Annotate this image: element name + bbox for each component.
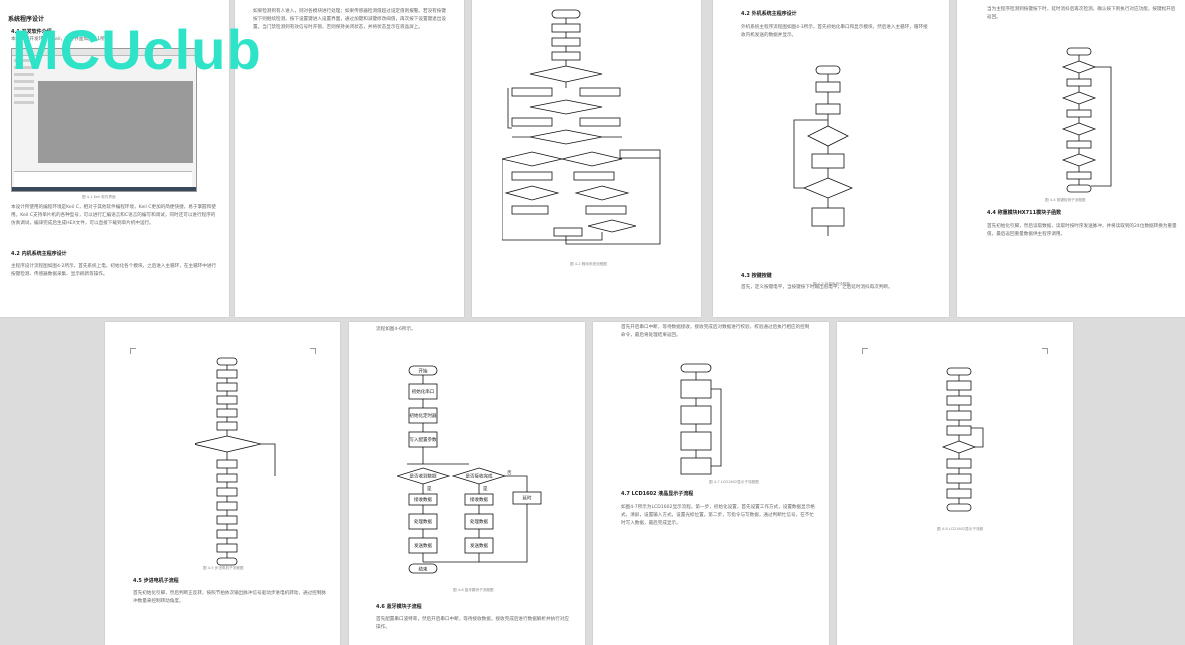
main-flowchart (502, 9, 661, 245)
lcd-display-flowchart (941, 367, 984, 512)
section-heading: 4.6 蓝牙模块子流程 (376, 604, 422, 610)
fc-no: 否 (507, 470, 512, 476)
lcd-flowchart (680, 363, 722, 475)
figure-caption: 图 4-2 程序系统流程图 (570, 262, 607, 266)
paragraph: 首先初始化引脚，然后判断正反转，按照节拍依次输出脉冲信号驱动步进电机转动，通过控… (133, 591, 326, 605)
document-page-3: 图 4-2 程序系统流程图 (472, 0, 701, 317)
paragraph: 首先，定义按键电平，当按键按下时输出低电平，之后延时消抖再次判断。 (741, 285, 893, 290)
document-page-2: 如果检测到有人进入，则对各模块进行处理；如果传感器检测值超过设定值则报警。若没有… (235, 0, 464, 317)
paragraph: 本系统的开发环境为Keil，软件界面如图4-1所示。 (11, 37, 114, 42)
paragraph: 流程如图4-6所示。 (376, 327, 416, 332)
section-heading-4-1: 4.1 开发软件介绍 (11, 29, 52, 35)
document-page-7: 流程如图4-6所示。 开始 初始化串口 初始化定时器 写入配置参数 是否收到数据… (349, 322, 585, 645)
section-heading: 4.5 步进电机子流程 (133, 578, 179, 584)
fc-step: 接收数据 (470, 496, 488, 503)
section-heading: 4.3 按键按键 (741, 273, 772, 279)
figure-caption: 图 4-1 Keil 软件界面 (82, 195, 116, 199)
paragraph: 如图4-7所示为LCD1602显示流程。第一步，初始化设置，首先设置工作方式，设… (621, 505, 815, 527)
fc-step: 发送数据 (470, 542, 488, 549)
paragraph: 如果检测到有人进入，则对各模块进行处理；如果传感器检测值超过设定值则报警。若没有… (253, 9, 446, 31)
fc-step: 处理数据 (414, 518, 432, 525)
fc-step: 接收数据 (414, 496, 432, 503)
fc-step: 初始化串口 (412, 388, 435, 395)
fc-step: 发送数据 (414, 542, 432, 549)
section-heading: 4.7 LCD1602 液晶显示子流程 (621, 491, 694, 497)
document-page-9: 图 4-8 LCD1602显示子流程 (837, 322, 1073, 645)
paragraph: 首先配置串口波特率，然后开启串口中断，等待接收数据，接收完成后进行数据解析并执行… (376, 617, 569, 631)
fc-yes: 是 (427, 486, 432, 492)
fc-decision: 是否收到数据 (410, 473, 437, 480)
paragraph: 本设计所使用的编程环境是Keil C，相对于其他软件编程环境，Keil C更加的… (11, 205, 216, 227)
section-heading: 4.4 称重模块HX711模块子函数 (987, 210, 1062, 216)
fc-start: 开始 (419, 368, 428, 375)
document-page-5: 当为主程序检测到按键按下时，延时消抖后再次检测，确认按下则执行对应功能，按键松开… (957, 0, 1185, 317)
document-page-6: 图 4-5 步进电机子流程图 4.5 步进电机子流程 首先初始化引脚，然后判断正… (105, 322, 340, 645)
fc-step: 处理数据 (470, 518, 488, 525)
watermark: MCUclub (12, 18, 262, 81)
document-page-4: 4.2 外机系统主程序设计 外机系统主程序流程图如图4-3所示，首先初始化串口和… (713, 0, 949, 317)
chapter-title: 系统程序设计 (8, 16, 45, 23)
figure-caption: 图 4-4 按键检测子流程图 (1045, 198, 1086, 202)
fc-end: 结束 (419, 566, 428, 573)
figure-caption: 图 4-6 蓝牙模块子流程图 (453, 588, 494, 592)
paragraph: 当为主程序检测到按键按下时，延时消抖后再次检测，确认按下则执行对应功能，按键松开… (987, 7, 1176, 21)
fc-step: 延时 (523, 495, 532, 502)
figure-caption: 图 4-7 LCD1602显示子流程图 (709, 480, 759, 484)
fc-step: 初始化定时器 (410, 412, 437, 419)
paragraph: 首先初始化引脚，然后读取数据，读取时按时序发送脉冲，并将读取到的24位数据转换为… (987, 224, 1177, 238)
stepper-flowchart (195, 357, 276, 566)
section-heading-4-2: 4.2 内机系统主程序设计 (11, 251, 67, 257)
key-flowchart (1061, 47, 1112, 193)
figure-caption: 图 4-3 外机系统流程图 (813, 282, 850, 286)
document-page-1: 系统程序设计 4.1 开发软件介绍 本系统的开发环境为Keil，软件界面如图4-… (0, 0, 229, 317)
paragraph: 主程序设计流程图如图4-2所示。首先系统上电，初始化各个模块，之后进入主循环，在… (11, 264, 217, 278)
paragraph: 外机系统主程序流程图如图4-3所示，首先初始化串口和显示模块，然后进入主循环，循… (741, 25, 928, 39)
figure-caption: 图 4-5 步进电机子流程图 (203, 566, 244, 570)
fc-yes: 是 (483, 486, 488, 492)
bluetooth-flowchart: 开始 初始化串口 初始化定时器 写入配置参数 是否收到数据 是否接收完成 是 是… (397, 365, 542, 574)
fc-decision: 是否接收完成 (466, 473, 493, 480)
paragraph: 首先开启串口中断，等待数据接收，接收完成后对数据进行校验，校验通过后执行相应的控… (621, 325, 810, 339)
document-page-8: 首先开启串口中断，等待数据接收，接收完成后对数据进行校验，校验通过后执行相应的控… (593, 322, 829, 645)
figure-caption: 图 4-8 LCD1602显示子流程 (937, 527, 984, 531)
section-heading: 4.2 外机系统主程序设计 (741, 11, 797, 17)
fc-step: 写入配置参数 (410, 436, 437, 443)
outer-flowchart (793, 65, 854, 236)
keil-screenshot-figure (11, 48, 197, 192)
